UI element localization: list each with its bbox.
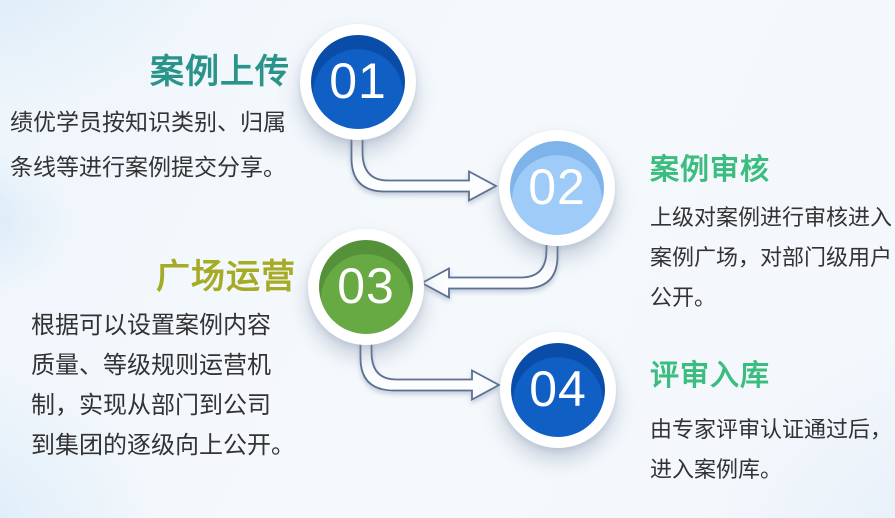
step-01-title: 案例上传	[150, 53, 290, 91]
step-03-badge: 03	[308, 229, 424, 345]
step-01-number: 01	[329, 53, 387, 109]
step-04-number: 04	[529, 361, 587, 417]
step-03-number: 03	[337, 258, 395, 314]
step-02-title: 案例审核	[650, 154, 771, 186]
step-01-badge: 01	[300, 24, 416, 140]
step-02-description: 上级对案例进行审核进入 案例广场，对部门级用户 公开。	[650, 205, 893, 310]
step-01-badge-inner: 01	[311, 35, 405, 129]
step-03-description: 根据可以设置案例内容 质量、等级规则运营机 制，实现从部门到公司 到集团的逐级向…	[31, 312, 295, 459]
connector-arrow-01-to-02	[350, 129, 498, 203]
step-02-badge-inner: 02	[510, 141, 604, 235]
step-04-description: 由专家评审认证通过后， 进入案例库。	[650, 417, 893, 482]
step-03-title: 广场运营	[156, 258, 296, 296]
connector-arrow-03-to-04	[359, 335, 501, 402]
step-02-badge: 02	[499, 130, 615, 246]
step-02-number: 02	[528, 159, 586, 215]
connector-arrow-02-to-03	[420, 239, 559, 300]
step-04-badge-inner: 04	[511, 343, 605, 437]
step-03-badge-inner: 03	[319, 240, 413, 334]
step-01-description: 绩优学员按知识类别、归属 条线等进行案例提交分享。	[10, 109, 286, 180]
step-04-badge: 04	[500, 332, 616, 448]
step-04-title: 评审入库	[650, 360, 771, 392]
